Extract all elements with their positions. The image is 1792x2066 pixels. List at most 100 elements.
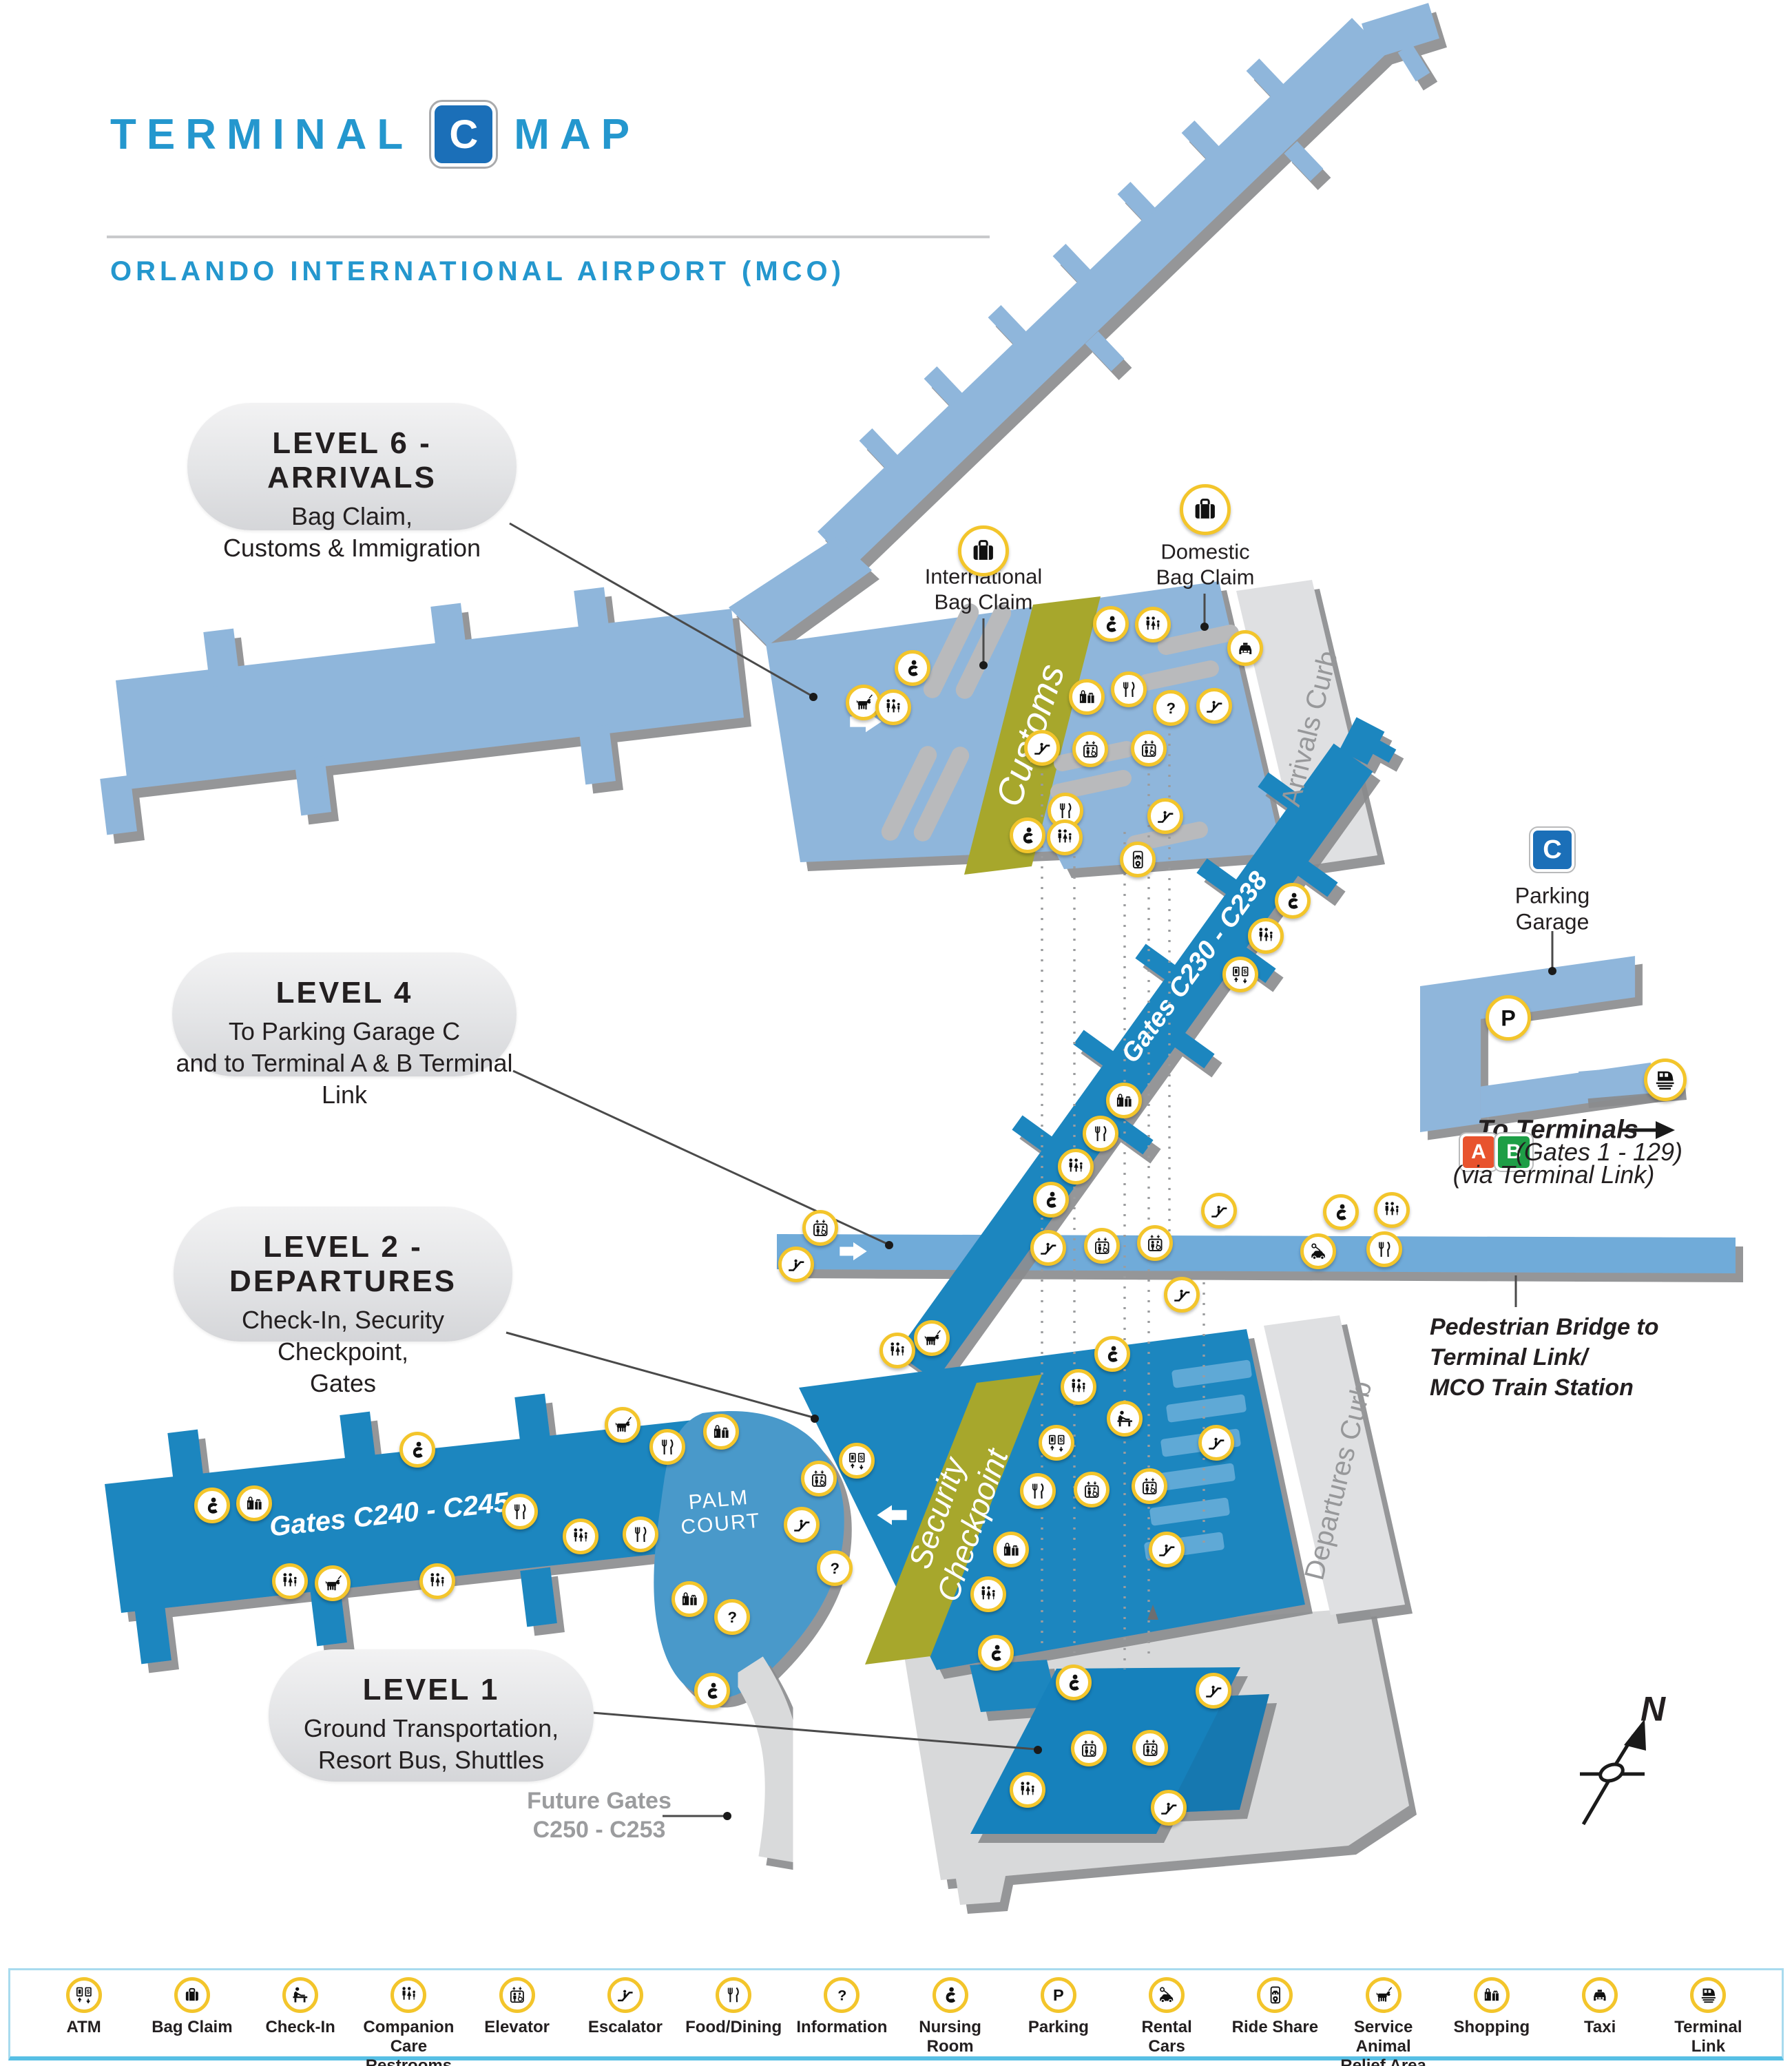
escalator-icon	[1149, 1532, 1185, 1567]
legend-item: Escalator	[571, 1977, 679, 2037]
future-gates-shape	[731, 1656, 802, 1863]
nursing-room-icon	[694, 1673, 730, 1709]
palm-court-area	[654, 1410, 844, 1699]
taxi-icon	[1582, 1977, 1618, 2013]
gates-c240-pier	[105, 1393, 844, 1699]
callout-body: Bag Claim, Customs & Immigration	[222, 502, 481, 562]
companion-care-restrooms-icon	[272, 1563, 308, 1599]
parking-garage-shape	[1420, 956, 1651, 1132]
parking-icon: P	[1486, 995, 1531, 1041]
escalator-icon	[784, 1507, 820, 1543]
check-in-icon	[282, 1977, 319, 2013]
svg-text:?: ?	[837, 1987, 846, 2004]
shopping-icon	[993, 1532, 1029, 1567]
shopping-icon	[671, 1581, 707, 1617]
callout-title: LEVEL 2 - DEPARTURES	[229, 1230, 457, 1298]
elevator-icon	[1072, 731, 1108, 767]
callout-title: LEVEL 1	[362, 1673, 500, 1707]
level4-corridor	[777, 1234, 1736, 1273]
svg-text:$: $	[859, 1454, 863, 1461]
atm-icon: $	[1222, 957, 1258, 992]
callout-level4: LEVEL 4 To Parking Garage C and to Termi…	[172, 952, 517, 1109]
food-dining-icon	[1366, 1231, 1402, 1267]
companion-care-restrooms-icon	[1058, 1149, 1094, 1185]
legend-label: Shopping	[1453, 2018, 1530, 2036]
companion-care-restrooms-icon	[1061, 1369, 1096, 1405]
legend-label: Rental Cars	[1141, 2018, 1192, 2056]
bag-claim-icon	[958, 525, 1009, 576]
companion-care-restrooms-icon	[879, 1333, 915, 1368]
legend-item: Terminal Link	[1654, 1977, 1762, 2056]
elevator-icon	[1071, 1731, 1107, 1766]
legend-item: Shopping	[1437, 1977, 1545, 2037]
legend-item: P Parking	[1004, 1977, 1112, 2037]
escalator-icon	[1030, 1230, 1066, 1266]
food-dining-icon	[716, 1977, 752, 2013]
legend-item: Rental Cars	[1113, 1977, 1221, 2056]
atm-icon: $	[839, 1443, 875, 1479]
legend-item: ? Information	[788, 1977, 896, 2037]
parking-icon: P	[1040, 1977, 1076, 2013]
elevator-icon	[1137, 1225, 1173, 1261]
legend-label: Companion Care Restrooms	[363, 2018, 455, 2066]
information-icon: ?	[824, 1977, 860, 2013]
escalator-icon	[1164, 1277, 1200, 1313]
food-dining-icon	[649, 1429, 685, 1465]
airport-subtitle: ORLANDO INTERNATIONAL AIRPORT (MCO)	[110, 256, 845, 286]
service-animal-relief-area-icon	[1365, 1977, 1402, 2013]
legend-label: Food/Dining	[685, 2018, 782, 2036]
check-in-icon	[1107, 1401, 1143, 1437]
palm-court-label: PALM COURT	[680, 1485, 762, 1539]
companion-care-restrooms-icon	[1248, 918, 1284, 954]
svg-text:$: $	[87, 1988, 90, 1995]
food-dining-icon	[623, 1516, 658, 1552]
food-dining-icon	[502, 1494, 538, 1530]
svg-text:?: ?	[1166, 700, 1176, 717]
elevator-icon	[802, 1210, 838, 1246]
bag-claim-carousels	[881, 603, 1239, 852]
elevator-icon	[1084, 1228, 1120, 1264]
future-gates-label: Future Gates C250 - C253	[527, 1788, 671, 1843]
ride-share-icon	[1120, 842, 1156, 877]
callout-leader-lines	[506, 522, 1556, 1820]
food-dining-icon	[1083, 1116, 1118, 1151]
nursing-room-icon	[1010, 817, 1045, 853]
bag-claim-icon	[1180, 484, 1231, 535]
legend-item: Elevator	[463, 1977, 571, 2037]
elevator-icon	[801, 1461, 837, 1496]
to-terminals-arrow	[1620, 1121, 1675, 1139]
escalator-icon	[1196, 688, 1232, 724]
legend-label: Information	[796, 2018, 888, 2036]
information-icon: ?	[817, 1550, 853, 1586]
legend-item: Service Animal Relief Area	[1329, 1977, 1437, 2066]
callout-body: Ground Transportation, Resort Bus, Shutt…	[303, 1714, 559, 1774]
escalator-icon	[1147, 798, 1183, 834]
rental-cars-icon	[1149, 1977, 1185, 2013]
nursing-room-icon	[1275, 883, 1311, 919]
shopping-icon	[236, 1485, 272, 1521]
companion-care-restrooms-icon	[390, 1977, 427, 2013]
legend-label: Taxi	[1584, 2018, 1616, 2036]
pedestrian-bridge-label: Pedestrian Bridge to Terminal Link/ MCO …	[1430, 1314, 1659, 1401]
title-suffix: MAP	[514, 110, 640, 158]
svg-text:$: $	[1059, 1436, 1063, 1443]
svg-text:$: $	[1243, 968, 1247, 974]
legend-label: Escalator	[587, 2018, 663, 2036]
service-animal-relief-area-icon	[315, 1565, 351, 1601]
nursing-room-icon	[932, 1977, 968, 2013]
legend-label: Check-In	[265, 2018, 335, 2036]
nursing-room-icon	[1056, 1665, 1092, 1700]
service-animal-relief-area-icon	[914, 1320, 950, 1356]
rental-cars-icon	[1300, 1233, 1336, 1269]
legend-label: Ride Share	[1231, 2018, 1319, 2036]
shopping-icon	[1473, 1977, 1510, 2013]
legend-item: Ride Share	[1221, 1977, 1329, 2037]
svg-text:P: P	[1501, 1005, 1516, 1030]
terminal-b-badge: B	[1494, 1132, 1534, 1172]
elevator-icon	[1131, 731, 1167, 766]
compass	[1580, 1719, 1646, 1826]
callout-title: LEVEL 4	[275, 976, 413, 1010]
terminal-link-icon	[1644, 1058, 1687, 1101]
gates-1-129-label: (Gates 1 - 129)	[1515, 1137, 1683, 1166]
